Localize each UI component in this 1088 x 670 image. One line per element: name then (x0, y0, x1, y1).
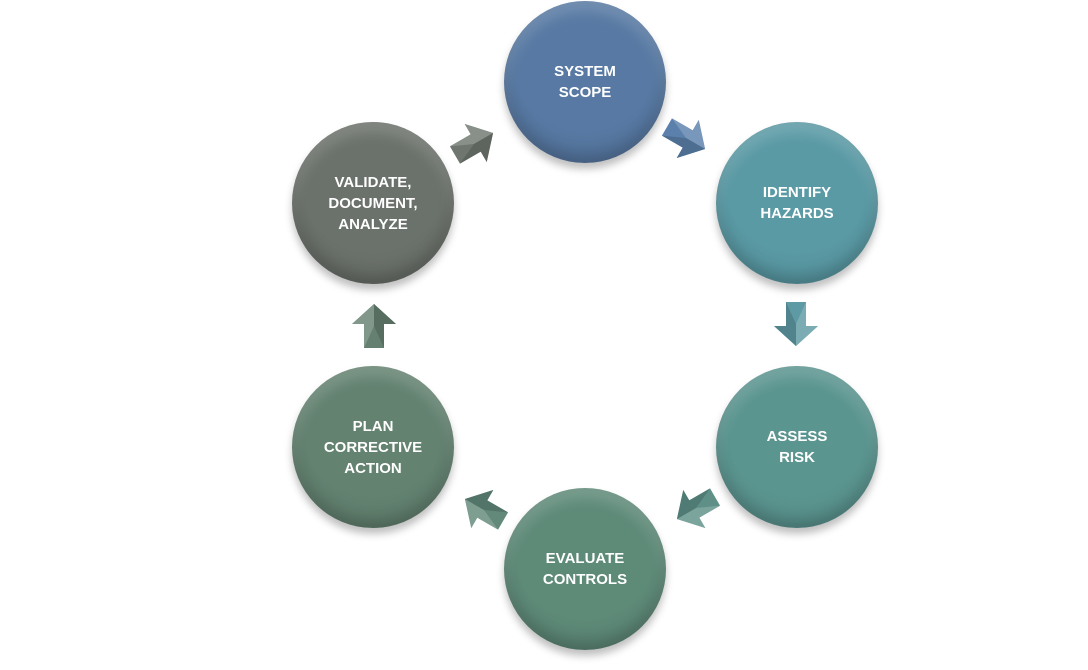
arrow-scope-to-hazards-icon (653, 105, 719, 171)
arrow-facet (796, 302, 818, 346)
node-identify-hazards: IDENTIFY HAZARDS (716, 122, 878, 284)
arrow-facet (459, 133, 494, 164)
node-assess-risk: ASSESS RISK (716, 366, 878, 528)
arrow-facet (661, 135, 706, 159)
arrow-facet (352, 304, 374, 348)
node-label: VALIDATE, DOCUMENT, ANALYZE (328, 173, 418, 233)
node-system-scope: SYSTEM SCOPE (504, 1, 666, 163)
node-plan-corrective-action: PLAN CORRECTIVE ACTION (292, 366, 454, 528)
arrow-facet (671, 118, 706, 149)
arrow-facet (676, 505, 721, 529)
node-label: SYSTEM SCOPE (554, 63, 616, 101)
arrow-facet (449, 123, 494, 147)
node-validate-document-analyze: VALIDATE, DOCUMENT, ANALYZE (292, 122, 454, 284)
node-label: ASSESS RISK (766, 428, 828, 466)
arrow-hazards-to-risk-icon (772, 300, 820, 348)
node-label: EVALUATE CONTROLS (542, 550, 628, 588)
arrow-facet (464, 489, 509, 513)
node-label: IDENTIFY HAZARDS (760, 184, 834, 222)
arrow-facet (464, 499, 499, 530)
node-label: PLAN CORRECTIVE ACTION (323, 417, 423, 477)
arrow-facet (774, 302, 796, 346)
node-evaluate-controls: EVALUATE CONTROLS (504, 488, 666, 650)
arrow-facet (676, 488, 711, 519)
arrow-facet (374, 304, 396, 348)
arrow-risk-to-controls-icon (663, 475, 729, 541)
arrow-validate-to-scope-icon (441, 111, 507, 177)
arrow-plan-to-validate-icon (350, 302, 398, 350)
arrow-controls-to-plan-icon (451, 477, 517, 543)
